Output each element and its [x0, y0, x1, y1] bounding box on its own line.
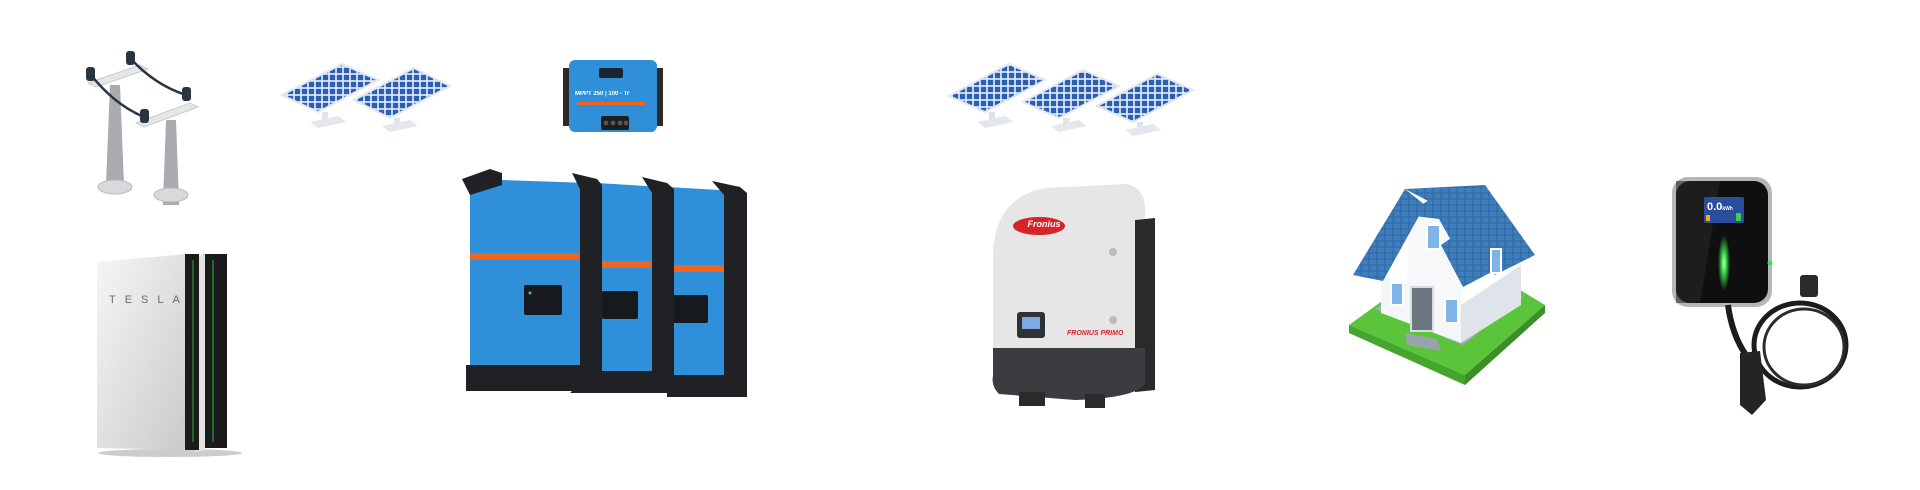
ev-charging-station: 0.0kWh — [1670, 175, 1860, 425]
charge-controller-icon — [563, 60, 663, 132]
inverter-stack-icon — [462, 169, 747, 397]
house-icon — [1349, 185, 1545, 385]
fronius-logo: Fronius — [1027, 219, 1061, 229]
power-grid-pylons — [80, 45, 230, 205]
house — [1345, 175, 1555, 390]
victron-multiplus-inverters — [462, 165, 752, 405]
solar-panel-icon — [280, 62, 453, 132]
tesla-logo: TESLA — [109, 294, 189, 306]
pylon-icon — [86, 51, 200, 205]
solar-panels-pair — [280, 60, 460, 135]
mppt-model-label: MPPT 250 | 100 - Tr — [575, 91, 630, 97]
fronius-primo-inverter: Fronius FRONIUS PRIMO — [985, 180, 1165, 412]
ev-display-unit: kWh — [1722, 206, 1733, 212]
solar-panels-triple — [945, 58, 1195, 138]
fronius-model-label: FRONIUS PRIMO — [1067, 330, 1124, 337]
solar-panel-icon — [946, 62, 1195, 136]
pv-inverter-icon — [992, 184, 1155, 408]
ev-display-number: 0.0 — [1707, 201, 1723, 213]
ev-display-value: 0.0kWh — [1707, 201, 1733, 213]
mppt-charge-controller: MPPT 250 | 100 - Tr — [563, 58, 663, 134]
ev-charger-icon — [1672, 177, 1849, 415]
battery-icon — [97, 254, 242, 457]
tesla-powerwall: TESLA — [95, 250, 245, 460]
